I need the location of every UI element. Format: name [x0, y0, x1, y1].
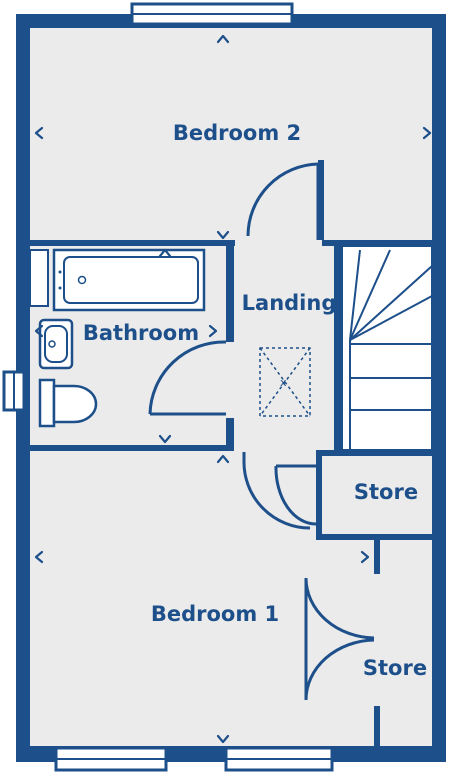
- room-label-store-lower: Store: [363, 656, 427, 680]
- door-swing-icon: [242, 452, 311, 530]
- window-icon: [224, 746, 334, 772]
- door-openings: [226, 240, 380, 706]
- toilet-icon: [38, 378, 98, 428]
- staircase-icon: [341, 245, 433, 451]
- loft-hatch-icon: x: [259, 347, 311, 417]
- room-label-bedroom-2: Bedroom 2: [173, 121, 301, 145]
- dimension-arrow-icon: [34, 34, 432, 744]
- bath-icon: [52, 248, 206, 312]
- door-swing-icon: [246, 162, 320, 240]
- bath-panel: [29, 249, 49, 307]
- internal-walls: [30, 160, 432, 746]
- room-label-landing: Landing: [242, 291, 337, 315]
- basin-icon: [38, 318, 74, 370]
- svg-text:x: x: [280, 376, 287, 389]
- door-swing-icon: [148, 340, 227, 416]
- room-label-store-upper: Store: [354, 480, 418, 504]
- window-icon: [54, 746, 168, 772]
- window-icon: [2, 370, 26, 412]
- room-label-bedroom-1: Bedroom 1: [151, 602, 279, 626]
- door-swing-icon: [274, 464, 317, 526]
- room-label-bathroom: Bathroom: [83, 321, 199, 345]
- window-icon: [130, 2, 294, 26]
- door-swing-icon: [304, 577, 375, 701]
